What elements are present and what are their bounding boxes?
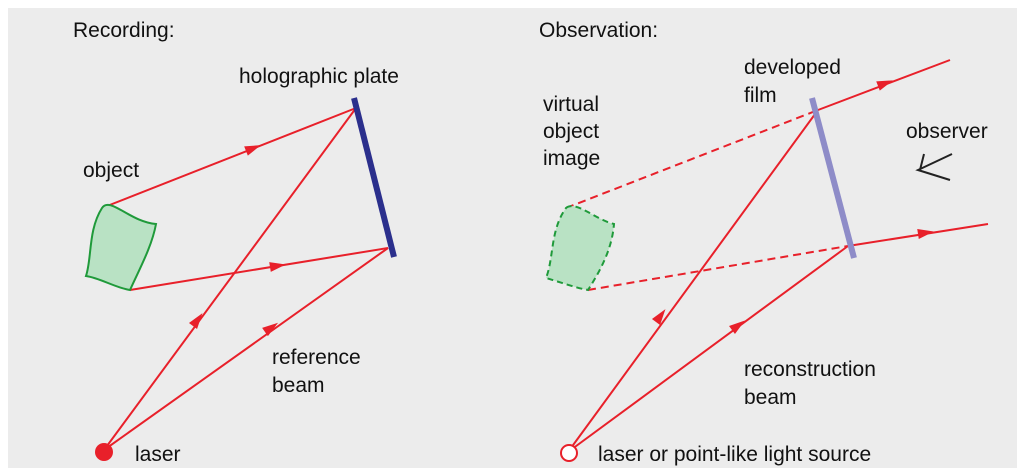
virtual-rays xyxy=(565,109,849,291)
recording-rays xyxy=(101,107,389,451)
object-to-plate-top-ray xyxy=(101,107,357,209)
virtual-label-line2: object xyxy=(543,120,599,143)
holographic-plate xyxy=(351,97,397,258)
laser-label: laser xyxy=(135,443,181,466)
virtual-ray-bottom xyxy=(587,245,849,291)
virtual-object-image xyxy=(544,205,616,292)
eye-icon xyxy=(915,153,953,181)
source-to-film-bottom-ray xyxy=(567,245,849,453)
arrow-object-top xyxy=(244,145,261,156)
laser-to-plate-bottom-ray xyxy=(103,247,389,451)
observation-rays xyxy=(567,59,989,453)
virtual-ray-top xyxy=(565,109,819,209)
recording-title: Recording: xyxy=(73,19,175,42)
laser-to-plate-top-ray xyxy=(103,107,357,451)
developed-film-label-line2: film xyxy=(744,84,777,107)
observer-label: observer xyxy=(906,120,988,143)
arrow-reconstruction xyxy=(729,320,745,335)
observation-title: Observation: xyxy=(539,19,658,42)
developed-film-label-line1: developed xyxy=(744,56,841,79)
reference-beam-label-line2: beam xyxy=(272,374,325,397)
object-shape xyxy=(84,203,158,292)
observation-panel: Observation: developed film virtual obje… xyxy=(477,8,1017,468)
arrow-source-up xyxy=(651,309,666,325)
reference-beam-label-line1: reference xyxy=(272,346,361,369)
arrow-object-bottom xyxy=(269,262,286,272)
virtual-label-line1: virtual xyxy=(543,93,599,116)
observation-arrowheads xyxy=(651,80,934,335)
source-icon xyxy=(560,444,578,462)
object-to-plate-bottom-ray xyxy=(129,247,389,291)
reconstruction-beam-label-line1: reconstruction xyxy=(744,358,876,381)
outgoing-ray-bottom xyxy=(847,223,989,247)
holographic-plate-label: holographic plate xyxy=(239,65,399,88)
recording-arrowheads xyxy=(188,145,286,337)
recording-panel: Recording: holographic plate object refe… xyxy=(8,8,483,468)
source-to-film-top-ray xyxy=(567,109,819,453)
recording-panel-background xyxy=(8,8,483,468)
laser-icon xyxy=(95,443,113,461)
arrow-out-bottom xyxy=(917,229,934,239)
reconstruction-beam-label-line2: beam xyxy=(744,386,797,409)
virtual-label-line3: image xyxy=(543,147,600,170)
arrow-laser-up xyxy=(188,313,203,329)
arrow-out-top xyxy=(876,80,893,91)
source-label: laser or point-like light source xyxy=(598,443,871,466)
object-label: object xyxy=(83,159,139,182)
arrow-laser-reference xyxy=(262,322,279,337)
developed-film xyxy=(809,97,857,259)
